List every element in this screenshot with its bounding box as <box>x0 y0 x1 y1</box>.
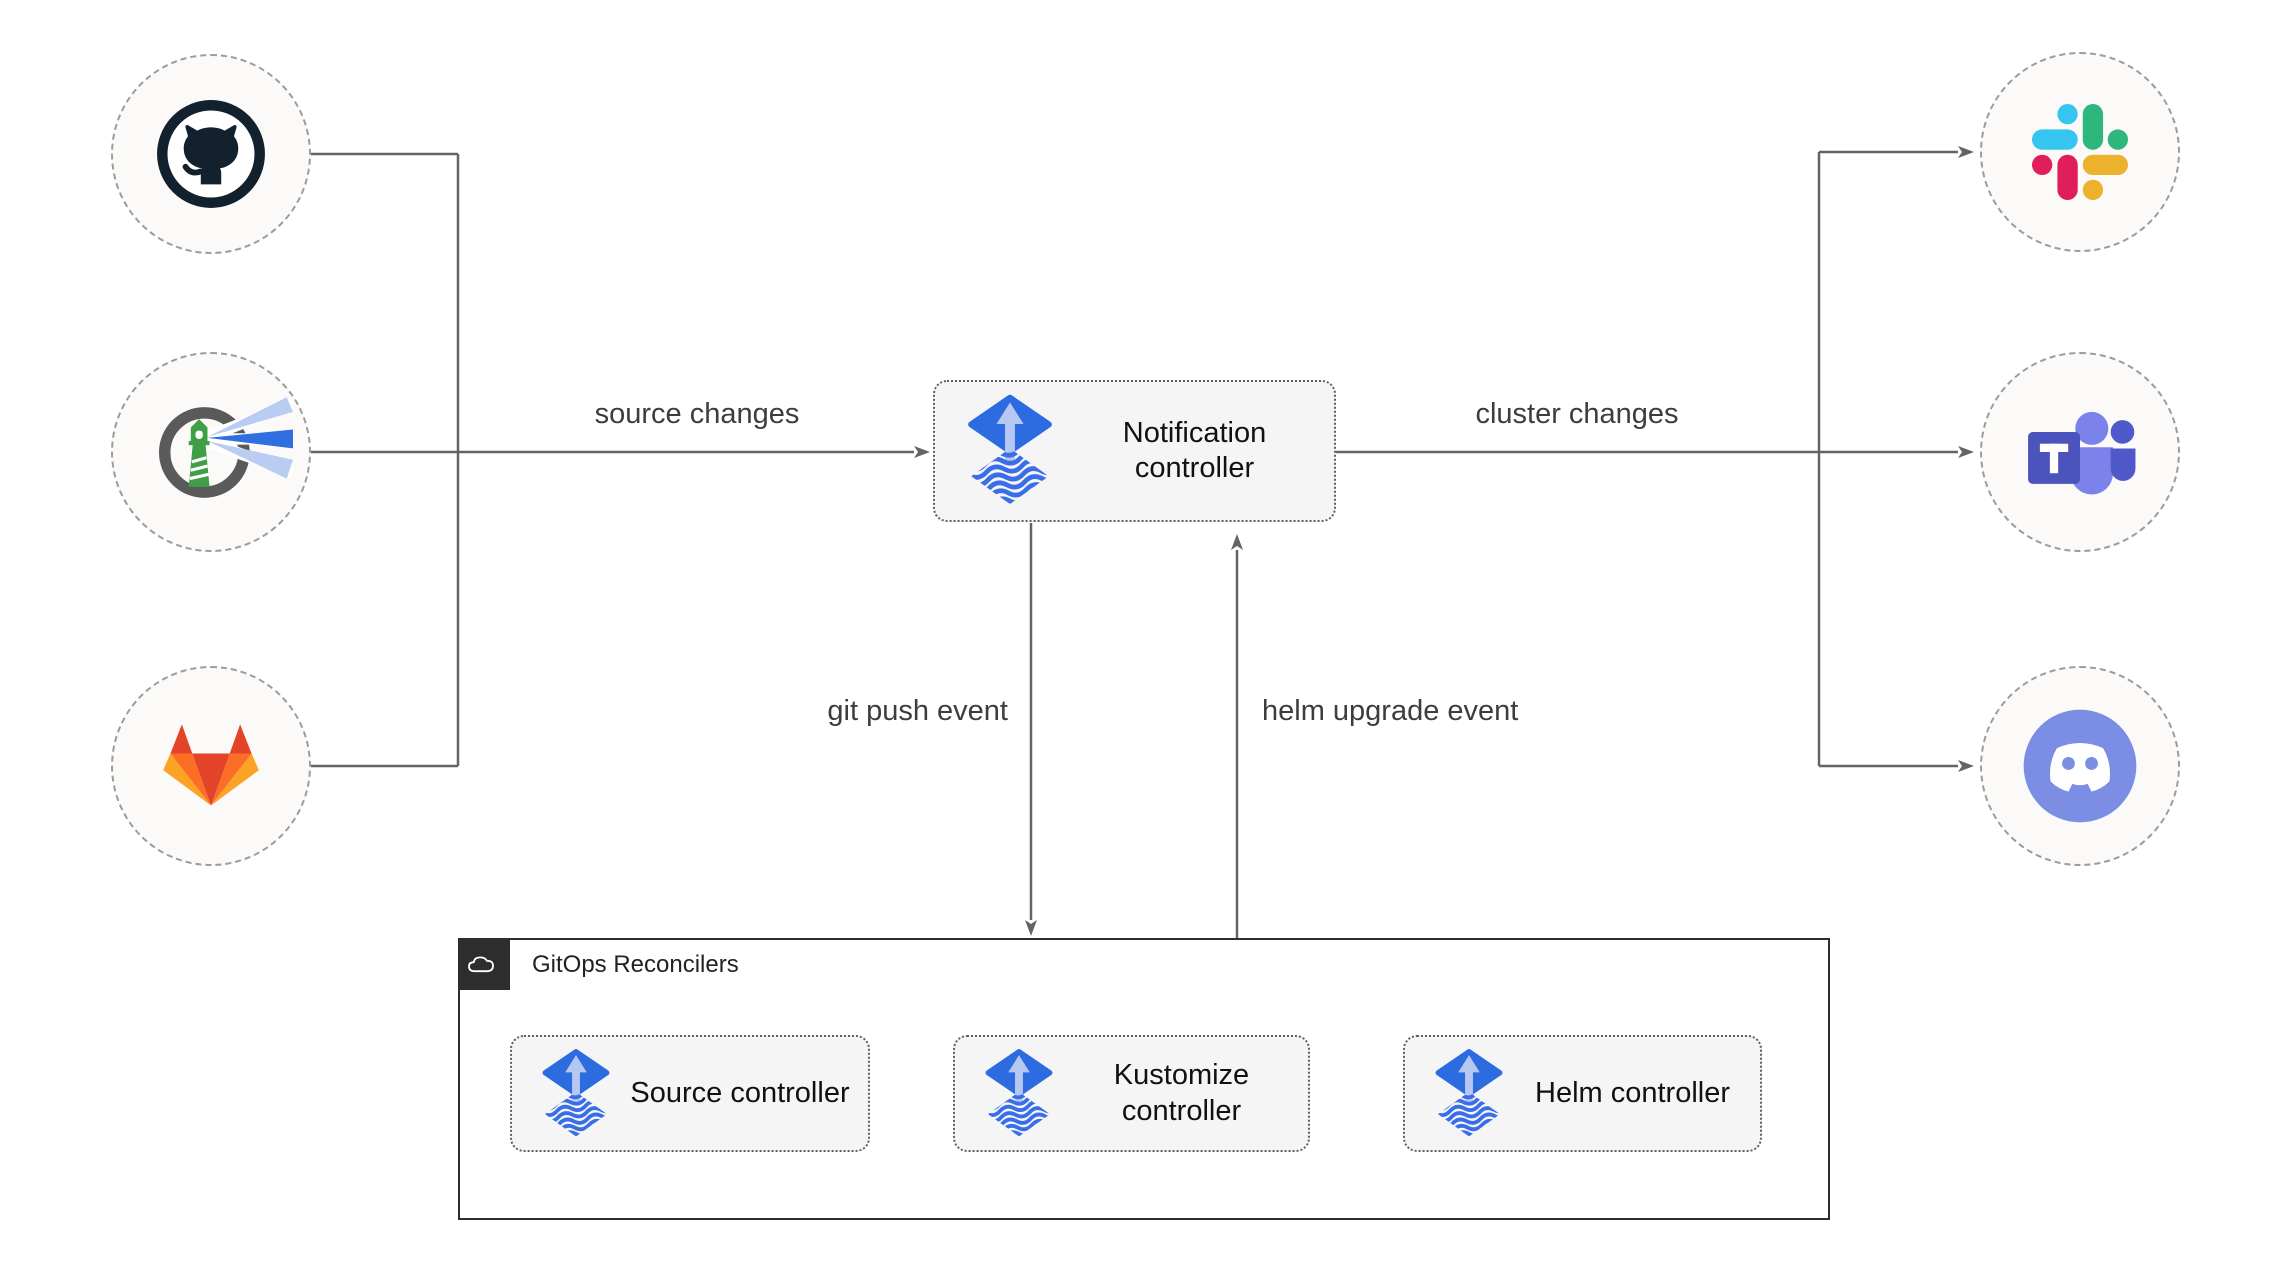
github-node <box>111 54 311 254</box>
source-controller-box: Source controller <box>510 1035 870 1152</box>
gitlab-icon <box>159 722 263 810</box>
flux-icon <box>983 1048 1055 1140</box>
source-changes-label: source changes <box>594 398 800 430</box>
discord-node <box>1980 666 2180 866</box>
gitlab-node <box>111 666 311 866</box>
kustomize-controller-label: Kustomize controller <box>1113 1059 1250 1127</box>
helm-upgrade-event-label: helm upgrade event <box>1262 695 1519 727</box>
github-icon <box>153 96 269 212</box>
gitops-reconcilers-title: GitOps Reconcilers <box>532 951 739 978</box>
kustomize-controller-box: Kustomize controller <box>953 1035 1310 1152</box>
gitops-badge <box>458 938 510 990</box>
slack-icon <box>2032 104 2128 200</box>
helm-controller-label: Helm controller <box>1535 1076 1730 1109</box>
helm-controller-box: Helm controller <box>1403 1035 1762 1152</box>
flux-icon <box>540 1048 612 1140</box>
flux-icon <box>965 394 1055 508</box>
teams-icon <box>2021 393 2139 511</box>
notification-controller-box: Notification controller <box>933 380 1336 522</box>
slack-node <box>1980 52 2180 252</box>
flux-icon <box>1433 1048 1505 1140</box>
notification-controller-label: Notification controller <box>1122 416 1267 484</box>
teams-node <box>1980 352 2180 552</box>
harbor-node <box>111 352 311 552</box>
cluster-changes-label: cluster changes <box>1475 398 1679 430</box>
cloud-icon <box>466 952 502 976</box>
discord-icon <box>2016 702 2144 830</box>
git-push-event-label: git push event <box>827 695 1008 727</box>
harbor-icon <box>147 395 293 510</box>
source-controller-label: Source controller <box>630 1076 850 1109</box>
